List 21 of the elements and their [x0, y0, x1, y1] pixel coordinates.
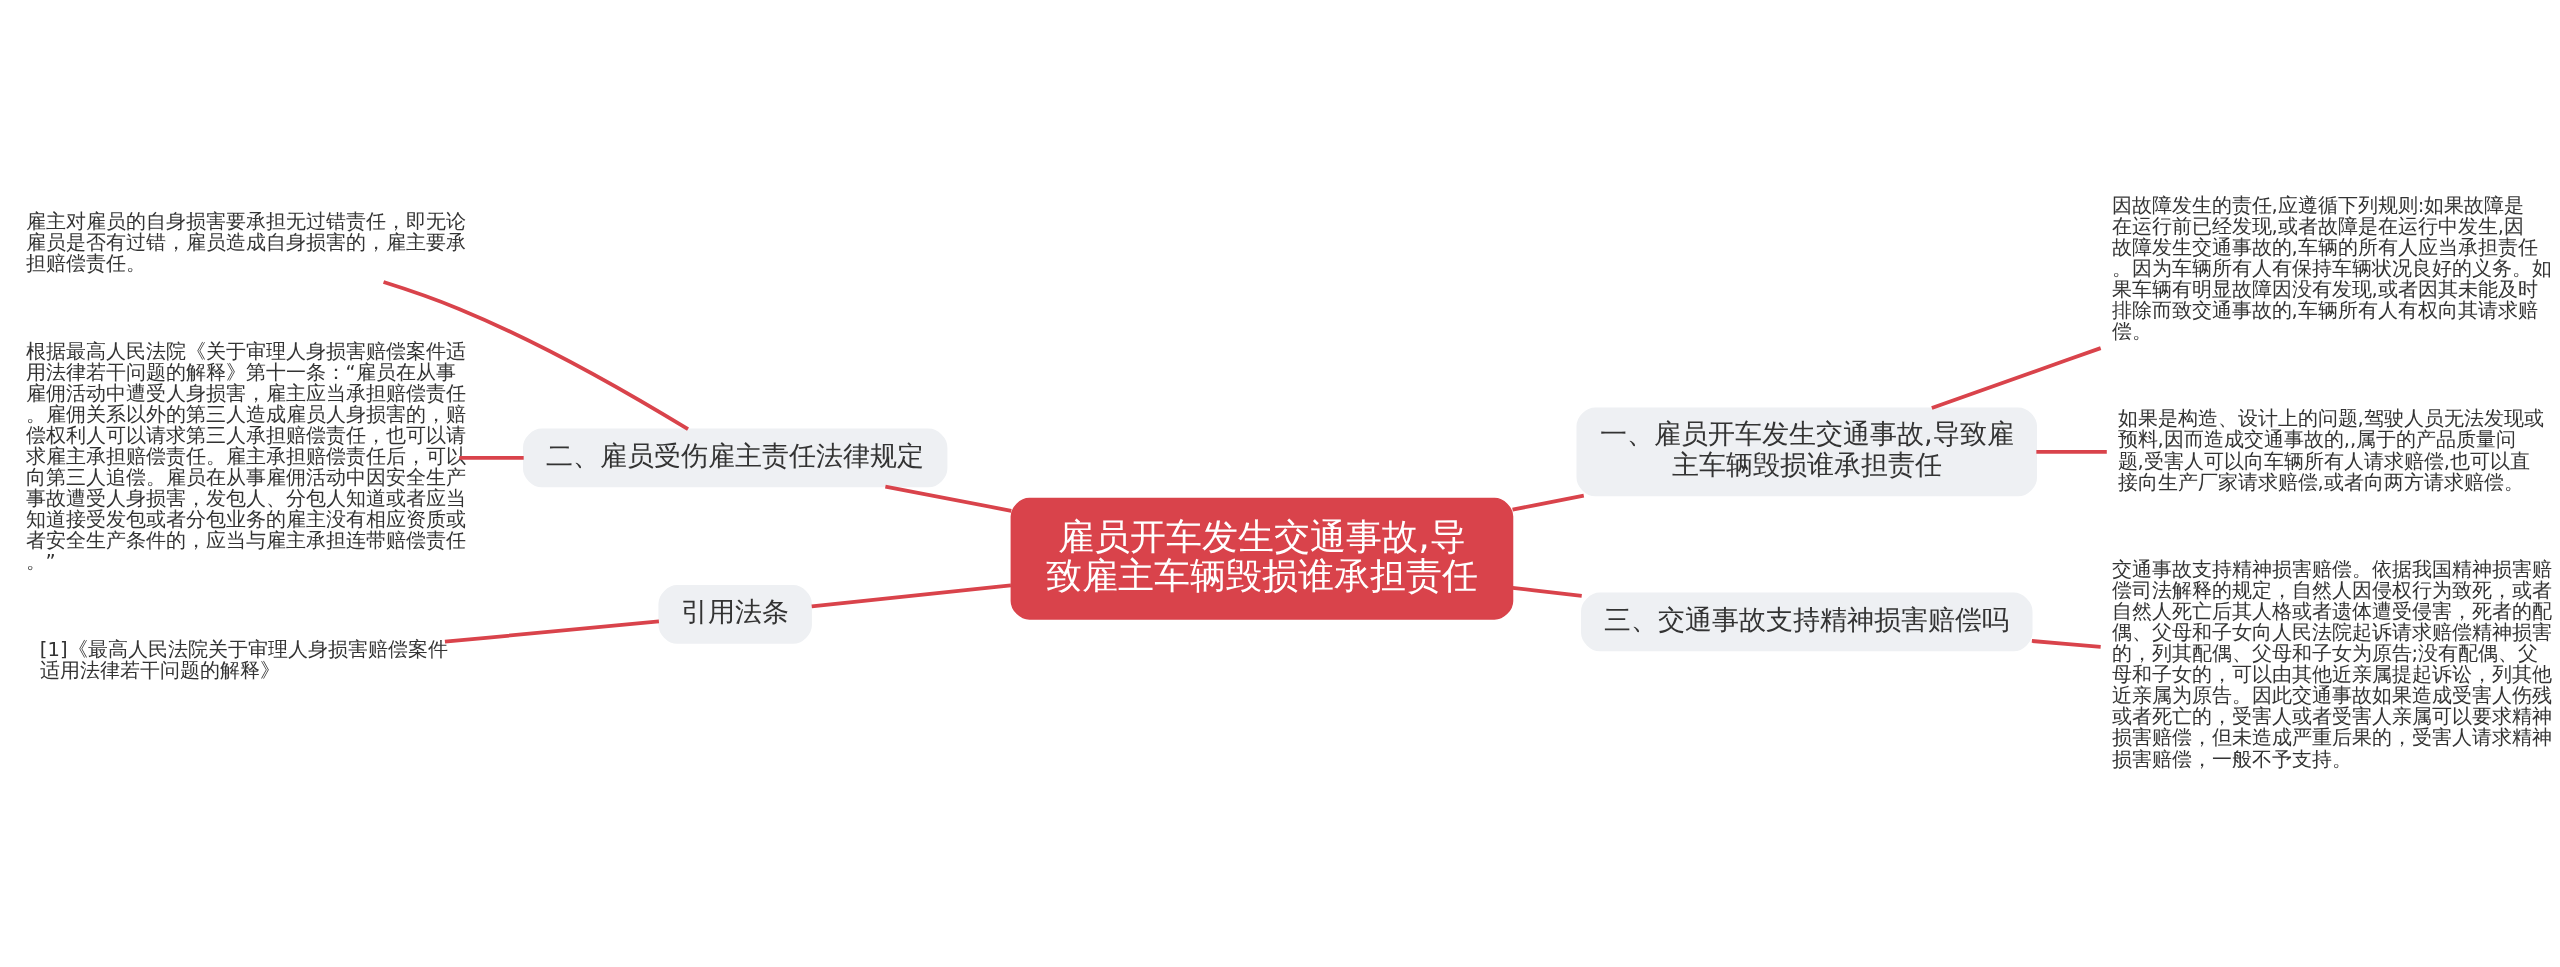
node-text: 因故障发生的责任,应遵循下列规则:如果故障是在运行前已经发现,或者故障是在运行中发生,因故障发生交通事故的,车辆的所有人应当承担责任。因为车辆所有人有保持车辆状况良好的义务。如果车辆有明显故障因没有发现,或者因其未能及时排除而致交通事故的,车辆所有人有权向其请求赔偿。: [2111, 193, 2552, 344]
connector: [2036, 450, 2107, 454]
connector: [885, 484, 1012, 513]
connector: [1931, 346, 2102, 410]
connector: [2031, 639, 2101, 649]
node-box: 二、雇员受伤雇主责任法律规定: [522, 428, 948, 488]
connector: [1512, 493, 1585, 512]
node-text: 交通事故支持精神损害赔偿。依据我国精神损害赔偿司法解释的规定，自然人因侵权行为致死，或者自然人死亡后其人格或者遗体遭受侵害，死者的配偶、父母和子女向人民法院起诉请求赔偿精神损害的，列其配偶、父母和子女为原告;没有配偶、父母和子女的，可以由其他近亲属提起诉讼，列其他近亲属为原告。因此交通事故如果造成受害人伤残或者死亡的，受害人或者受害人亲属可以要求精神损害赔偿，但未造成严重后果的，受害人请求精神损害赔偿，一般不予支持。: [2111, 557, 2552, 771]
connector: [459, 456, 524, 460]
node-text: [1]《最高人民法院关于审理人身损害赔偿案件适用法律若干问题的解释》: [39, 637, 448, 682]
connector: [1512, 585, 1582, 598]
node-text: 根据最高人民法院《关于审理人身损害赔偿案件适用法律若干问题的解释》第十一条：“雇员在从事雇佣活动中遭受人身损害，雇主应当承担赔偿责任。雇佣关系以外的第三人造成雇员人身损害的，赔偿权利人可以请求第三人承担赔偿责任，也可以请求雇主承担赔偿责任。雇主承担赔偿责任后，可以向第三人追偿。雇员在从事雇佣活动中因安全生产事故遭受人身损害，发包人、分包人知道或者应当知道接受发包或者分包业务的雇主没有相应资质或者安全生产条件的，应当与雇主承担连带赔偿责任。”: [25, 339, 466, 574]
connector: [444, 619, 660, 644]
node-box: 三、交通事故支持精神损害赔偿吗: [1581, 592, 2033, 652]
node-box: 引用法条: [658, 585, 812, 644]
node-box: 一、雇员开车发生交通事故,导致雇主车辆毁损谁承担责任: [1576, 407, 2038, 497]
connector: [383, 280, 689, 431]
node-box: 雇员开车发生交通事故,导致雇主车辆毁损谁承担责任: [1010, 497, 1514, 620]
node-text: 雇主对雇员的自身损害要承担无过错责任，即无论雇员是否有过错，雇员造成自身损害的，雇主要承担赔偿责任。: [25, 210, 466, 276]
connector: [811, 583, 1012, 609]
node-text: 如果是构造、设计上的问题,驾驶人员无法发现或预料,因而造成交通事故的,,属于的产品质量问题,受害人可以向车辆所有人请求赔偿,也可以直接向生产厂家请求赔偿,或者向两方请求赔偿。: [2117, 407, 2544, 494]
